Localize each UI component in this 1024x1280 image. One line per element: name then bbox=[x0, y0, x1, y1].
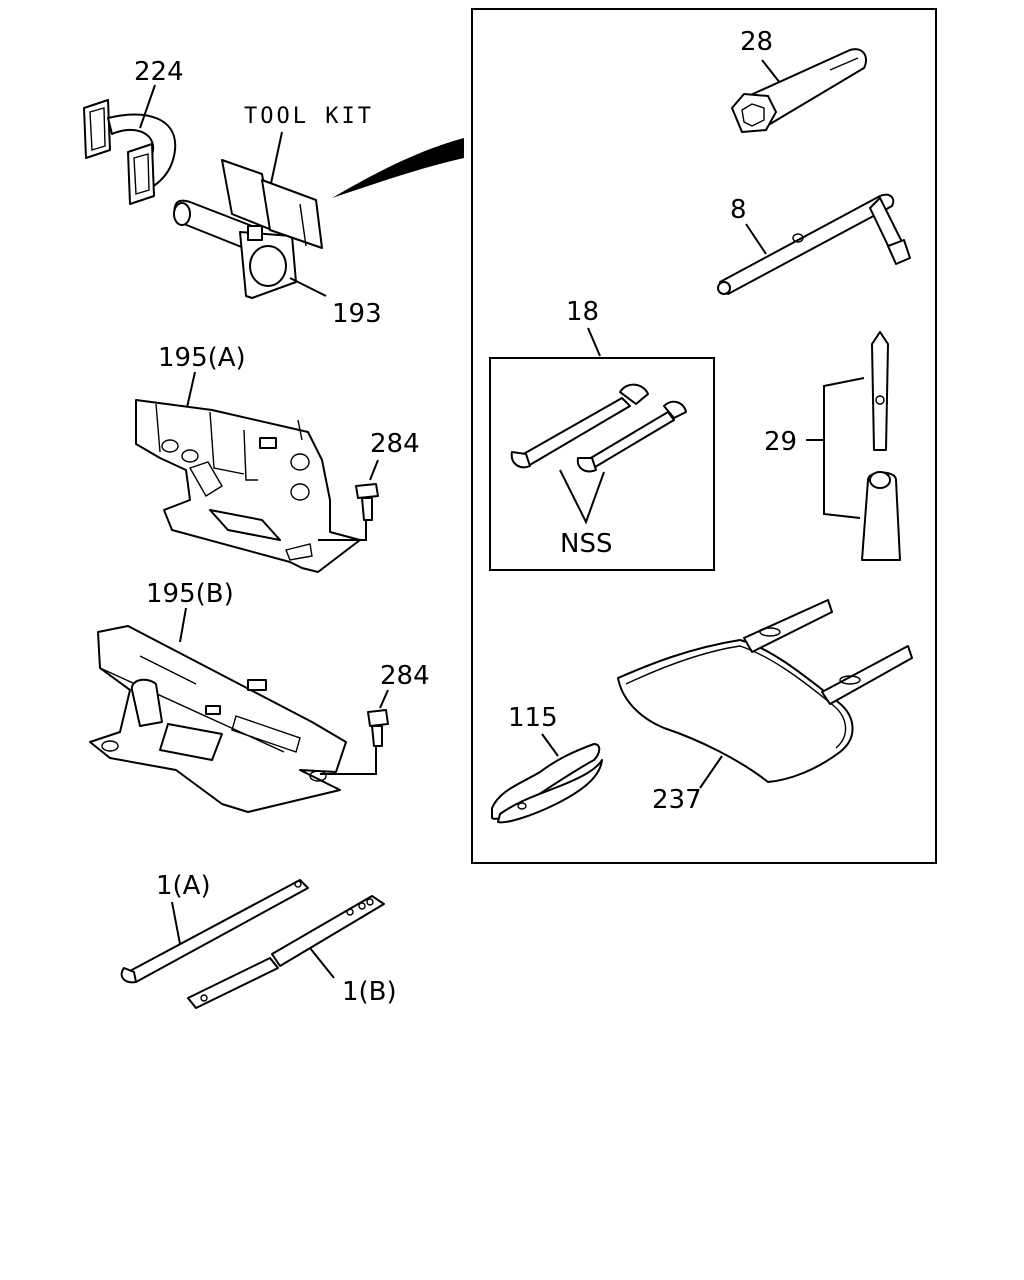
part-18-wrenches[interactable] bbox=[510, 383, 687, 473]
leader-tool-kit bbox=[269, 131, 283, 189]
leader-1a bbox=[171, 901, 181, 945]
part-29-screwdriver[interactable] bbox=[861, 331, 901, 561]
callout-29: 29 bbox=[764, 427, 797, 457]
callout-284-b: 284 bbox=[380, 661, 430, 691]
callout-237: 237 bbox=[652, 785, 702, 815]
nss-wrench-box bbox=[489, 357, 715, 571]
callout-8: 8 bbox=[730, 195, 747, 225]
callout-195b: 195(B) bbox=[146, 579, 234, 609]
leader-284-a bbox=[369, 459, 379, 481]
part-1a-handle[interactable] bbox=[120, 879, 309, 984]
callout-115: 115 bbox=[508, 703, 558, 733]
leader-237 bbox=[699, 755, 723, 789]
part-195a-bracket[interactable] bbox=[135, 399, 361, 573]
callout-1b: 1(B) bbox=[342, 977, 397, 1007]
callout-tool-kit: TOOL KIT bbox=[244, 104, 374, 129]
leader-193 bbox=[289, 277, 327, 297]
leader-284-a-attach bbox=[318, 520, 367, 541]
callout-193: 193 bbox=[332, 299, 382, 329]
leader-8 bbox=[745, 223, 767, 255]
callout-195a: 195(A) bbox=[158, 343, 246, 373]
callout-284-a: 284 bbox=[370, 429, 420, 459]
part-28-socket-wrench[interactable] bbox=[731, 48, 868, 133]
callout-18: 18 bbox=[566, 297, 599, 327]
leader-1b bbox=[309, 947, 335, 979]
callout-nss: NSS bbox=[560, 529, 612, 559]
leader-195a bbox=[185, 371, 196, 413]
callout-1a: 1(A) bbox=[156, 871, 211, 901]
part-284-bolt-b[interactable] bbox=[367, 709, 389, 747]
leader-284-b-attach bbox=[320, 746, 377, 775]
callout-224: 224 bbox=[134, 57, 184, 87]
leader-115 bbox=[541, 733, 559, 757]
leader-284-b bbox=[379, 689, 389, 709]
leader-29 bbox=[823, 377, 865, 519]
callout-28: 28 bbox=[740, 27, 773, 57]
tool-kit-detail-box bbox=[471, 8, 937, 864]
leader-224 bbox=[139, 84, 156, 129]
leader-nss bbox=[559, 469, 605, 525]
part-115-pliers[interactable] bbox=[491, 743, 603, 824]
part-195b-bracket[interactable] bbox=[89, 625, 347, 813]
part-237-tool-bag[interactable] bbox=[617, 599, 913, 783]
part-8-wheel-wrench[interactable] bbox=[717, 193, 911, 295]
leader-195b bbox=[179, 607, 187, 643]
leader-18 bbox=[587, 327, 601, 357]
part-1b-extension[interactable] bbox=[187, 895, 385, 1009]
part-224-strap[interactable] bbox=[83, 99, 177, 205]
detail-pointer-wedge bbox=[332, 138, 464, 198]
part-284-bolt-a[interactable] bbox=[355, 483, 379, 521]
part-193-jack[interactable] bbox=[173, 159, 323, 299]
